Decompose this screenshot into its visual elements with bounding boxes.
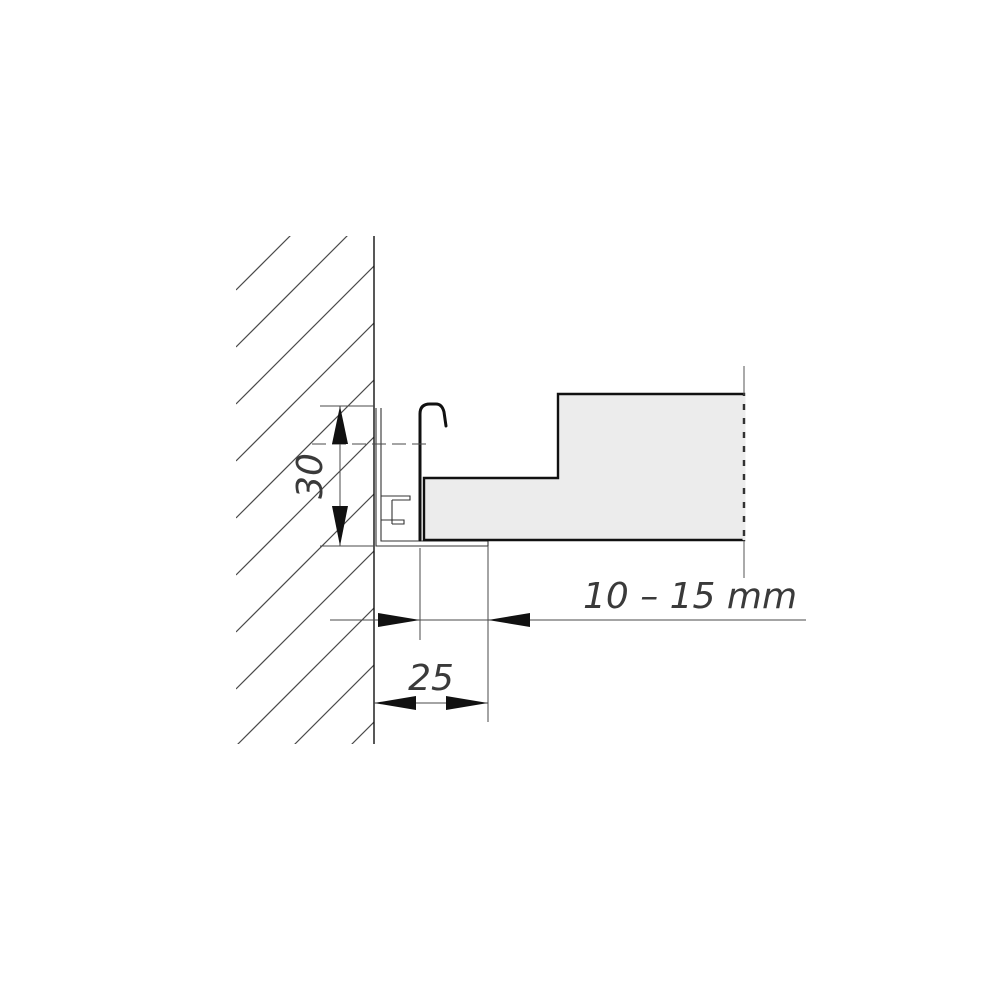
height-dimension-label: 30 [290,453,331,499]
width-dimension [374,546,489,722]
height-dimension [312,405,432,547]
spring-clip [418,402,448,542]
wall-hatching [236,236,374,744]
width-dimension-label: 25 [408,658,454,699]
gap-dimension-label: 10 – 15 mm [583,576,797,617]
ceiling-panel [422,392,746,542]
gap-dimension [330,613,806,627]
